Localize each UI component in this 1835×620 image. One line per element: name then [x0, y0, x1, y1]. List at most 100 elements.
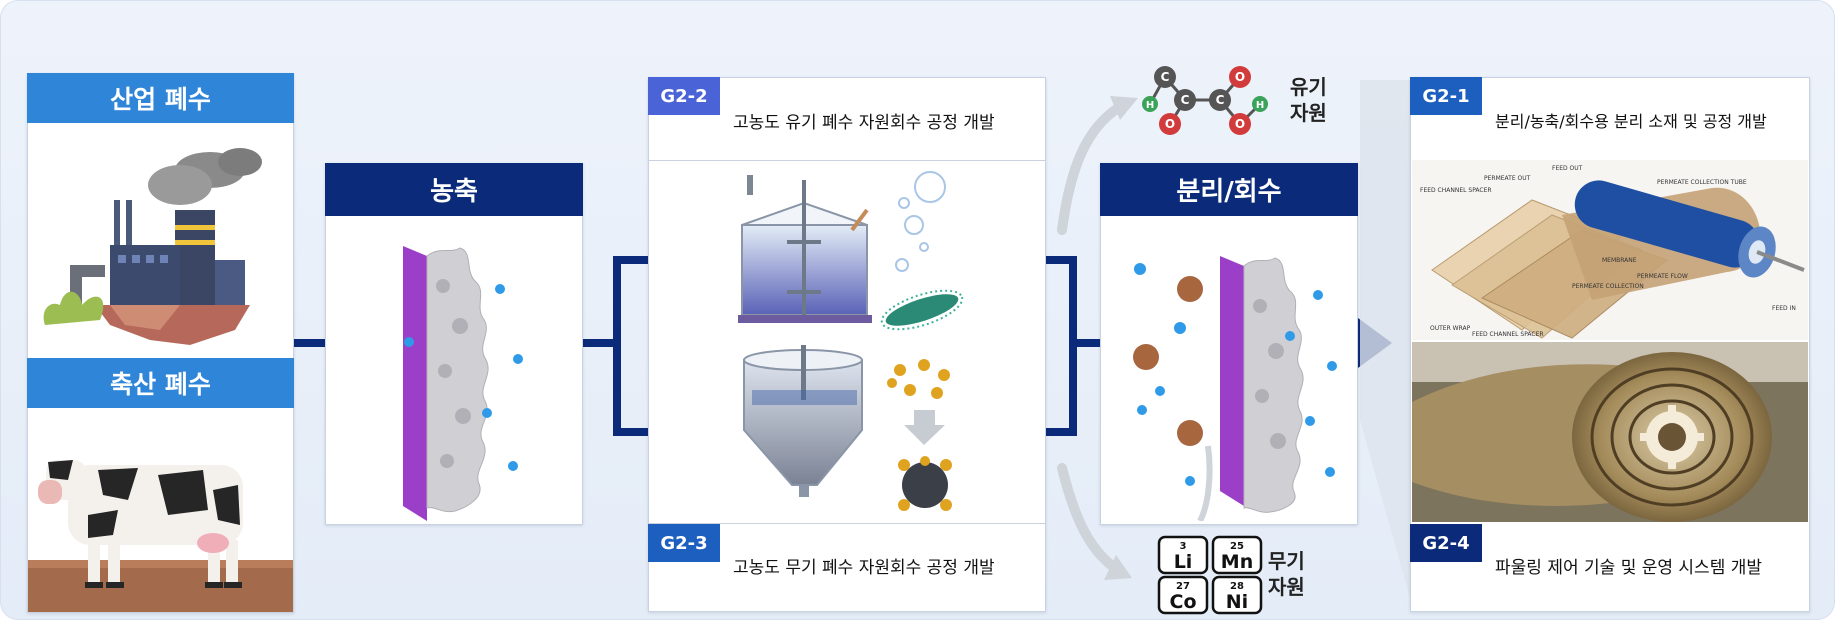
- caption-inorganic-text: 고농도 무기 폐수 자원회수 공정 개발: [733, 557, 995, 578]
- ion-dot: [1327, 361, 1337, 371]
- organic-particle: [1177, 420, 1203, 446]
- factory-illustration: [43, 148, 262, 345]
- caption-fouling-control: 파울링 제어 기술 및 운영 시스템 개발: [1495, 550, 1762, 580]
- down-arrow: [904, 410, 945, 445]
- ion-dot: [513, 354, 523, 364]
- atom-h: H: [1256, 100, 1264, 111]
- inorganic-resource-line2: 자원: [1268, 575, 1305, 599]
- ion-dot: [495, 284, 505, 294]
- svg-text:MEMBRANE: MEMBRANE: [1602, 257, 1637, 264]
- membrane-sheet: [1220, 256, 1244, 506]
- flow-merge: [1045, 256, 1077, 436]
- svg-text:PERMEATE COLLECTION: PERMEATE COLLECTION: [1572, 283, 1644, 290]
- svg-text:PERMEATE FLOW: PERMEATE FLOW: [1637, 273, 1688, 280]
- element-ni-symbol: Ni: [1226, 591, 1248, 613]
- tag-g2-2-label: G2-2: [660, 85, 708, 107]
- svg-text:FEED CHANNEL SPACER: FEED CHANNEL SPACER: [1420, 187, 1492, 194]
- membrane-schematic-labels: FEED OUT PERMEATE OUT FEED CHANNEL SPACE…: [1420, 165, 1796, 338]
- element-ni-number: 28: [1230, 581, 1244, 592]
- atom-c: C: [1181, 93, 1190, 107]
- livestock-wastewater-title: 축산 폐수: [110, 370, 211, 399]
- svg-text:PERMEATE OUT: PERMEATE OUT: [1484, 175, 1531, 182]
- concentration-header: 농축: [325, 163, 583, 216]
- bacterium-icon: [880, 289, 964, 331]
- atom-c: C: [1216, 93, 1225, 107]
- precipitate-particles: [887, 359, 950, 399]
- tag-g2-4: G2-4: [1410, 524, 1482, 562]
- industrial-wastewater-title: 산업 폐수: [110, 85, 211, 114]
- separation-title: 분리/회수: [1176, 177, 1282, 207]
- output-light-fan: [1360, 80, 1412, 605]
- ion-dot: [1305, 416, 1315, 426]
- concentration-title: 농축: [430, 177, 478, 207]
- caption-organic-text: 고농도 유기 폐수 자원회수 공정 개발: [733, 112, 995, 133]
- element-mn-number: 25: [1230, 541, 1244, 552]
- process-panel: [648, 77, 1046, 612]
- inorganic-resource-line1: 무기: [1268, 549, 1305, 573]
- precipitate-aggregate: [898, 456, 952, 511]
- atom-c: C: [1161, 70, 1170, 84]
- ion-dot: [1134, 263, 1146, 275]
- arrow-head-organic-resource: [1110, 96, 1138, 120]
- organic-particle: [1177, 276, 1203, 302]
- element-li-number: 3: [1180, 541, 1187, 552]
- organic-particle: [1133, 344, 1159, 370]
- livestock-wastewater-header: 축산 폐수: [27, 358, 294, 408]
- element-li-symbol: Li: [1174, 551, 1193, 573]
- cow-illustration: [28, 460, 293, 612]
- inorganic-resource-label: 무기 자원: [1268, 548, 1305, 600]
- caption-inorganic: 고농도 무기 폐수 자원회수 공정 개발: [733, 550, 995, 580]
- tag-g2-2: G2-2: [648, 77, 720, 115]
- atom-o: O: [1165, 117, 1175, 131]
- organic-resource-line2: 자원: [1290, 101, 1327, 125]
- fouled-membrane-photo: [1412, 342, 1808, 522]
- spiral-wound-membrane-schematic: FEED OUT PERMEATE OUT FEED CHANNEL SPACE…: [1412, 160, 1808, 340]
- process-illustrations: [738, 171, 964, 511]
- organic-reactor-tank: [738, 175, 872, 323]
- inorganic-settling-tank: [743, 345, 863, 497]
- process-divider-top: [648, 160, 1046, 161]
- arrow-head-inorganic-resource: [1104, 555, 1132, 580]
- arrow-to-organic-resource: [1057, 103, 1123, 235]
- svg-text:OUTER WRAP: OUTER WRAP: [1430, 325, 1471, 332]
- svg-text:FEED CHANNEL SPACER: FEED CHANNEL SPACER: [1472, 331, 1544, 338]
- element-co-symbol: Co: [1170, 591, 1197, 613]
- tag-g2-1-label: G2-1: [1422, 85, 1470, 107]
- tag-g2-1: G2-1: [1410, 77, 1482, 115]
- industrial-wastewater-header: 산업 폐수: [27, 73, 294, 123]
- ion-dot: [1325, 467, 1335, 477]
- organic-molecule-icon: C C C O O O H H: [1142, 66, 1268, 135]
- porous-support: [426, 247, 489, 513]
- element-co-number: 27: [1176, 581, 1190, 592]
- atom-o: O: [1235, 117, 1245, 131]
- separation-membrane-illustration: [1133, 256, 1337, 521]
- atom-o: O: [1235, 70, 1245, 84]
- tag-g2-3: G2-3: [648, 524, 720, 562]
- organic-resource-label: 유기 자원: [1290, 74, 1327, 126]
- process-divider-bottom: [648, 523, 1046, 524]
- separation-header: 분리/회수: [1100, 163, 1358, 216]
- svg-text:FEED OUT: FEED OUT: [1552, 165, 1583, 172]
- ion-dot: [404, 337, 414, 347]
- caption-fouling-control-text: 파울링 제어 기술 및 운영 시스템 개발: [1495, 557, 1763, 578]
- ion-dot: [1155, 386, 1165, 396]
- caption-separation-material-text: 분리/농축/회수용 분리 소재 및 공정 개발: [1495, 112, 1767, 131]
- ion-dot: [482, 408, 492, 418]
- concentration-membrane-illustration: [403, 246, 523, 521]
- ion-dot: [1137, 405, 1147, 415]
- svg-text:PERMEATE COLLECTION TUBE: PERMEATE COLLECTION TUBE: [1657, 179, 1747, 186]
- arrow-to-inorganic-resource: [1057, 463, 1120, 573]
- ion-dot: [1313, 290, 1323, 300]
- caption-separation-material: 분리/농축/회수용 분리 소재 및 공정 개발: [1495, 105, 1767, 135]
- caption-organic: 고농도 유기 폐수 자원회수 공정 개발: [733, 105, 995, 135]
- tag-g2-4-label: G2-4: [1422, 532, 1470, 554]
- ion-dot: [1185, 476, 1195, 486]
- down-curve-arrow: [1197, 445, 1213, 521]
- tag-g2-3-label: G2-3: [660, 532, 708, 554]
- porous-support: [1243, 257, 1304, 513]
- element-tiles: 3 Li 25 Mn 27 Co 28 Ni: [1157, 535, 1263, 615]
- ion-dot: [1174, 322, 1186, 334]
- inorganic-elements-icon: 3 Li 25 Mn 27 Co 28 Ni: [1157, 535, 1263, 615]
- atom-h: H: [1146, 100, 1154, 111]
- ion-dot: [508, 461, 518, 471]
